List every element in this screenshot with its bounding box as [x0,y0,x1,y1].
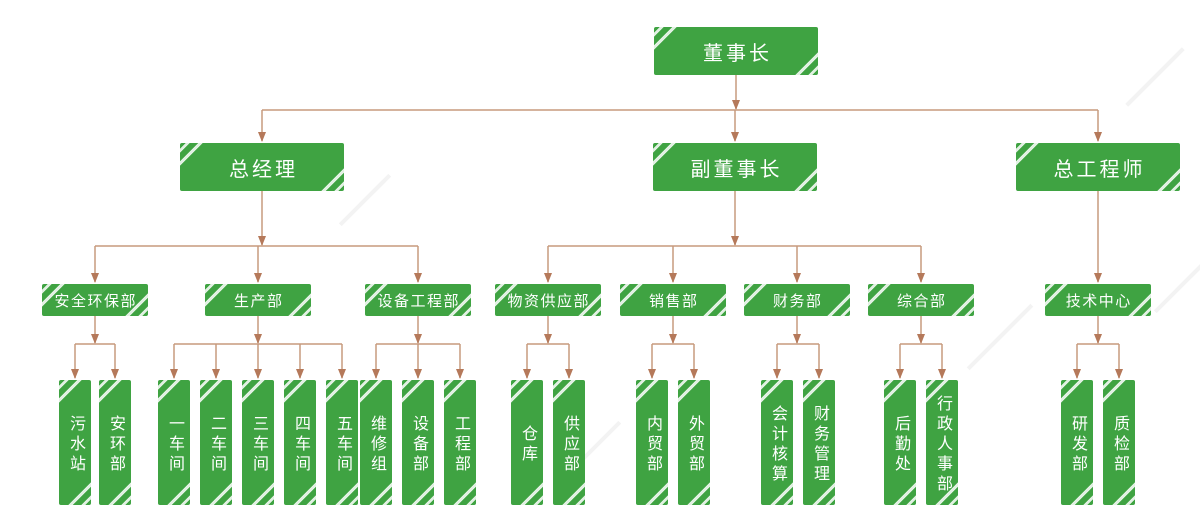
node-label: 设备工程部 [377,292,460,310]
node-label: 总经理 [229,158,298,181]
org-node-vice-chairman: 副董事长 [653,143,817,191]
org-node-workshop-2: 二车间 [200,380,232,505]
node-label: 污水站 [67,414,84,475]
node-label: 物资供应部 [507,292,590,310]
org-node-domestic-trade-dept: 内贸部 [636,380,668,505]
node-label: 后勤处 [892,414,909,475]
org-node-admin-hr-dept: 行政人事部 [926,380,958,505]
org-node-technology-center: 技术中心 [1045,284,1151,316]
org-node-accounting: 会计核算 [761,380,793,505]
node-label: 质检部 [1111,414,1128,475]
org-node-finance-dept: 财务部 [744,284,850,316]
node-label: 四车间 [292,414,309,475]
node-label: 技术中心 [1065,292,1132,310]
org-node-foreign-trade-dept: 外贸部 [678,380,710,505]
node-label: 总工程师 [1053,158,1146,181]
org-node-safety-env-office: 安环部 [99,380,131,505]
org-node-equipment-dept: 设备部 [402,380,434,505]
org-node-safety-environment-dept: 安全环保部 [42,284,148,316]
org-node-engineering-dept: 工程部 [444,380,476,505]
org-node-production-dept: 生产部 [205,284,311,316]
node-label: 内贸部 [644,414,661,475]
node-label: 五车间 [334,414,351,475]
node-label: 安全环保部 [54,292,137,310]
node-label: 董事长 [703,42,772,65]
node-label: 工程部 [452,414,469,475]
node-label: 财务部 [772,292,823,310]
org-node-maintenance-group: 维修组 [360,380,392,505]
node-label: 外贸部 [686,414,703,475]
node-label: 销售部 [648,292,699,310]
node-label: 综合部 [896,292,947,310]
node-label: 设备部 [410,414,427,475]
org-node-workshop-4: 四车间 [284,380,316,505]
org-node-sales-dept: 销售部 [620,284,726,316]
node-label: 生产部 [233,292,284,310]
org-node-quality-inspection-dept: 质检部 [1103,380,1135,505]
node-label: 仓库 [519,424,536,465]
node-label: 会计核算 [769,404,786,485]
org-node-material-supply-dept: 物资供应部 [495,284,601,316]
node-label: 一车间 [166,414,183,475]
org-node-financial-management: 财务管理 [803,380,835,505]
org-node-chairman: 董事长 [654,27,818,75]
node-label: 供应部 [561,414,578,475]
node-label: 三车间 [250,414,267,475]
org-node-general-affairs-dept: 综合部 [868,284,974,316]
org-node-rd-dept: 研发部 [1061,380,1093,505]
node-label: 安环部 [107,414,124,475]
node-label: 维修组 [368,414,385,475]
org-node-workshop-3: 三车间 [242,380,274,505]
org-node-equipment-engineering-dept: 设备工程部 [365,284,471,316]
org-node-sewage-station: 污水站 [59,380,91,505]
org-node-supply-dept: 供应部 [553,380,585,505]
org-node-general-manager: 总经理 [180,143,344,191]
node-label: 财务管理 [811,404,828,485]
node-label: 研发部 [1069,414,1086,475]
node-label: 行政人事部 [934,394,951,495]
org-node-workshop-5: 五车间 [326,380,358,505]
org-node-chief-engineer: 总工程师 [1016,143,1180,191]
org-node-warehouse: 仓库 [511,380,543,505]
node-label: 二车间 [208,414,225,475]
org-node-logistics-office: 后勤处 [884,380,916,505]
node-label: 副董事长 [690,158,783,181]
org-node-workshop-1: 一车间 [158,380,190,505]
